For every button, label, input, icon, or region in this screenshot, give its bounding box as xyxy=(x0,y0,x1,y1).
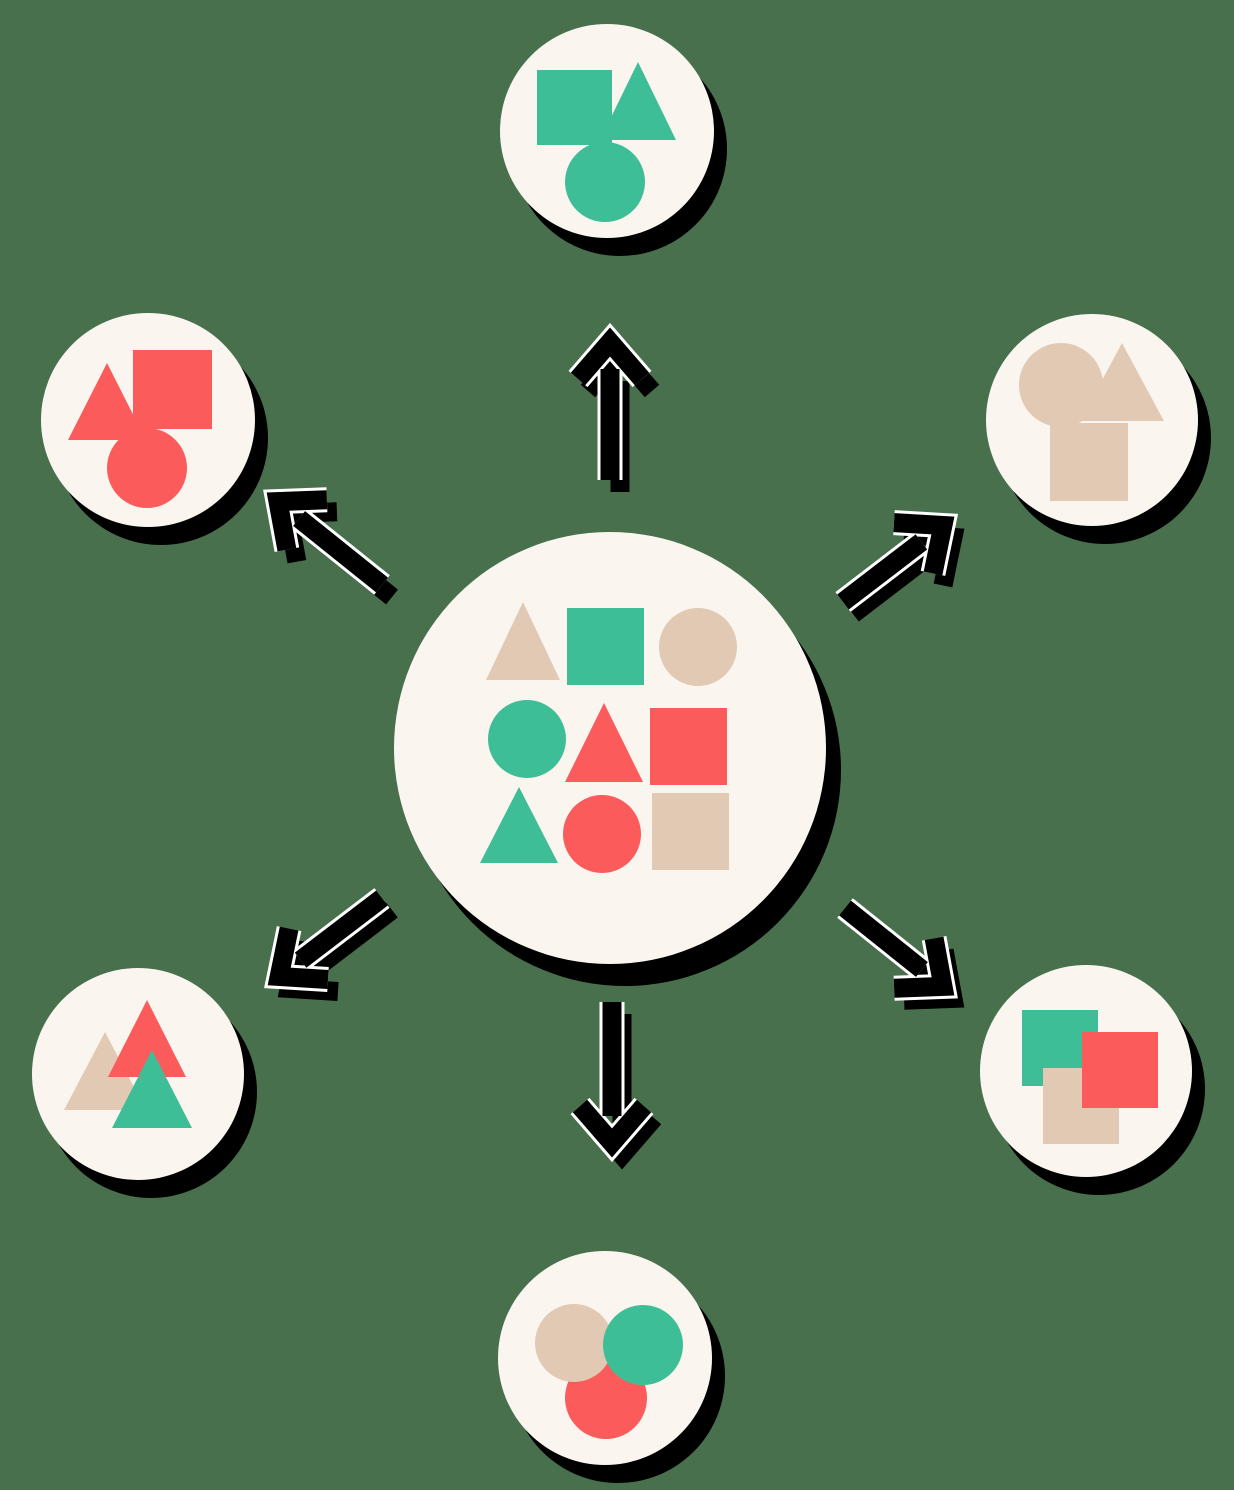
arrow-up-right xyxy=(835,510,965,622)
node-bottom-left xyxy=(32,968,257,1198)
red-triangle-shape xyxy=(108,1000,186,1077)
tan-triangle-shape xyxy=(64,1032,146,1110)
green-circle-shape xyxy=(565,142,645,222)
red-square-shape xyxy=(133,350,212,429)
center-node xyxy=(394,532,841,986)
tan-square-shape xyxy=(1050,423,1128,501)
red-triangle-shape xyxy=(68,363,146,440)
green-circle-shape xyxy=(488,700,566,778)
node-bottom-right xyxy=(980,965,1205,1195)
green-triangle-shape xyxy=(480,787,558,863)
arrow-body xyxy=(837,513,955,610)
arrow-body xyxy=(839,900,955,998)
green-square-shape xyxy=(537,70,612,145)
arrow-body xyxy=(267,890,388,989)
node-bottom xyxy=(498,1251,725,1483)
tan-triangle-shape xyxy=(486,602,560,680)
red-circle-shape xyxy=(107,428,187,508)
green-square-shape xyxy=(567,608,644,685)
red-circle-shape xyxy=(563,795,641,873)
node-top-left xyxy=(41,313,268,545)
arrow-up xyxy=(568,322,660,492)
node-top xyxy=(500,24,727,256)
tan-square-shape xyxy=(652,793,729,870)
red-square-shape xyxy=(1082,1032,1158,1108)
arrow-body xyxy=(570,327,650,480)
green-circle-shape xyxy=(603,1305,683,1385)
arrow-up-left xyxy=(263,487,398,605)
tan-circle-shape xyxy=(659,608,737,686)
tan-circle-shape xyxy=(535,1304,613,1382)
red-square-shape xyxy=(650,708,727,785)
arrow-body xyxy=(572,1002,652,1158)
red-triangle-shape xyxy=(565,703,643,782)
arrow-down xyxy=(570,1002,662,1170)
arrow-down-left xyxy=(264,888,398,1001)
arrow-down-right xyxy=(837,898,965,1010)
green-triangle-shape xyxy=(600,62,676,140)
green-triangle-shape xyxy=(112,1050,192,1128)
tan-circle-shape xyxy=(1019,343,1103,427)
tan-triangle-shape xyxy=(1080,343,1164,421)
node-top-right xyxy=(986,314,1211,544)
arrow-body xyxy=(266,490,388,593)
